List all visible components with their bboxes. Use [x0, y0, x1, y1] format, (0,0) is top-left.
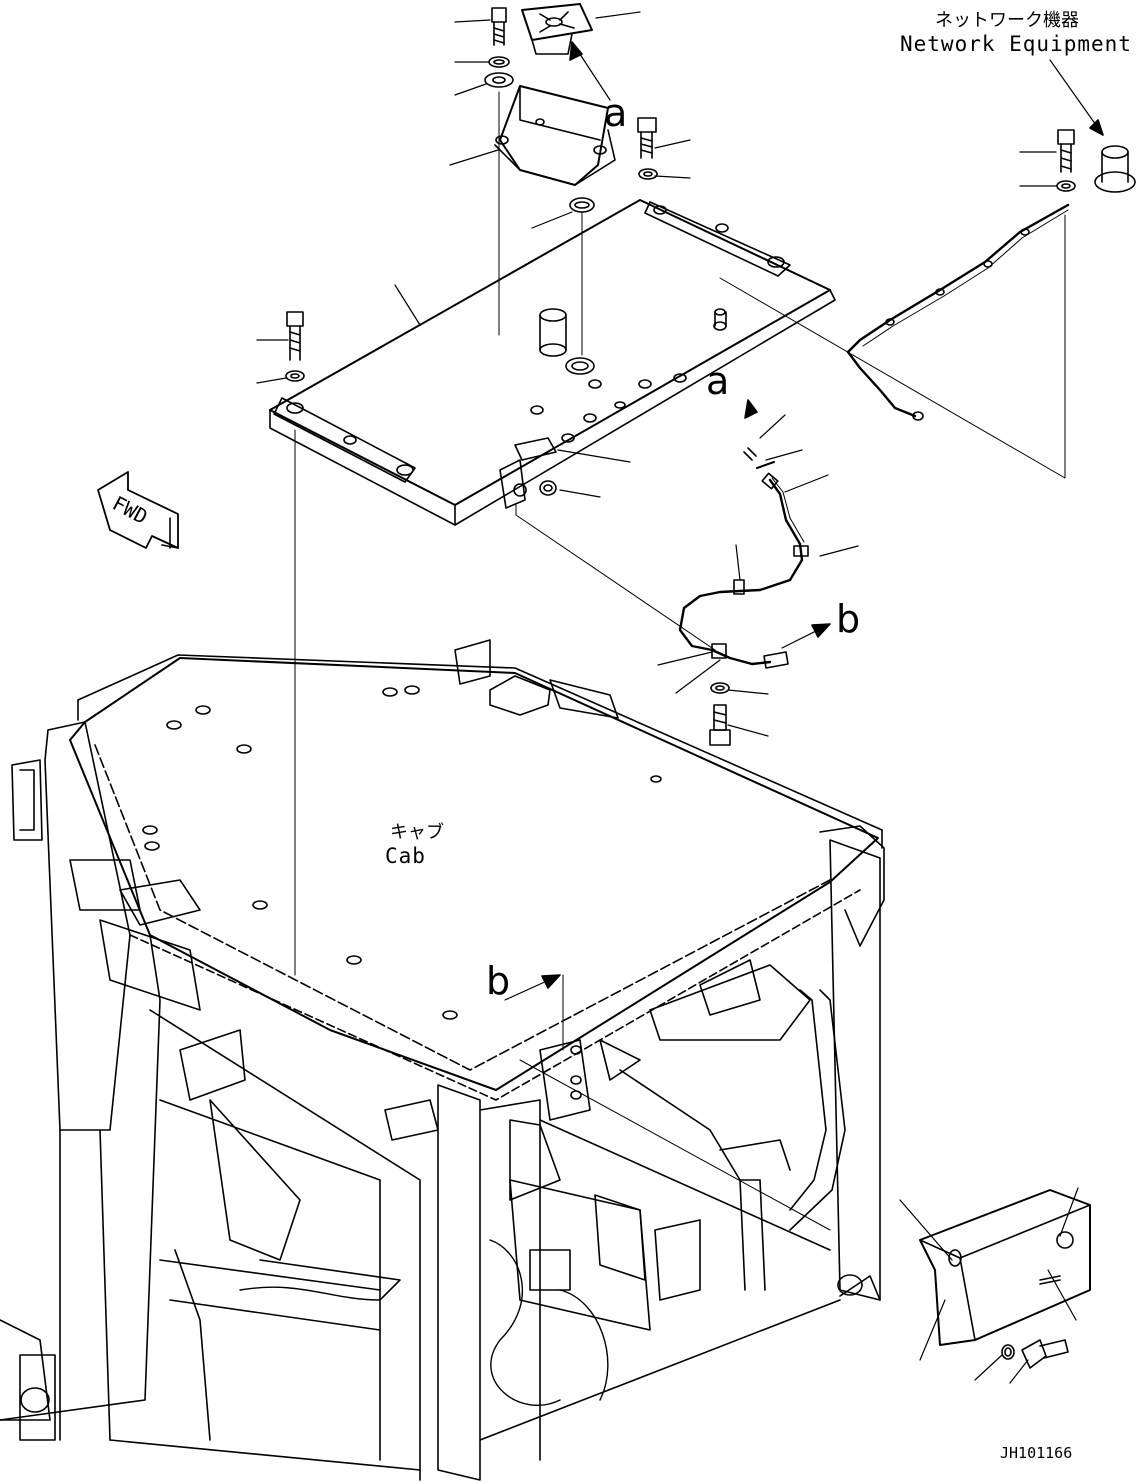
antenna-harness	[678, 399, 831, 746]
cab-roof	[0, 639, 885, 1481]
forward-arrow	[97, 471, 179, 549]
network-equipment	[846, 59, 1136, 421]
cab-label-en: Cab	[385, 844, 426, 868]
ref-a-top: a	[604, 91, 628, 135]
network-equipment-label-jp: ネットワーク機器	[935, 10, 1079, 31]
drawing-id: JH101166	[1000, 1444, 1073, 1462]
ref-b-right: b	[836, 597, 861, 641]
mounting-plate	[269, 199, 836, 526]
network-equipment-label-en: Network Equipment	[900, 32, 1132, 56]
top-hardware	[285, 3, 658, 976]
equipment-housing	[504, 974, 1091, 1369]
cab-label-jp: キャブ	[390, 822, 444, 843]
callout-leaders	[256, 11, 1079, 1384]
ref-b-cab: b	[486, 959, 511, 1003]
ref-a-middle: a	[706, 359, 730, 403]
